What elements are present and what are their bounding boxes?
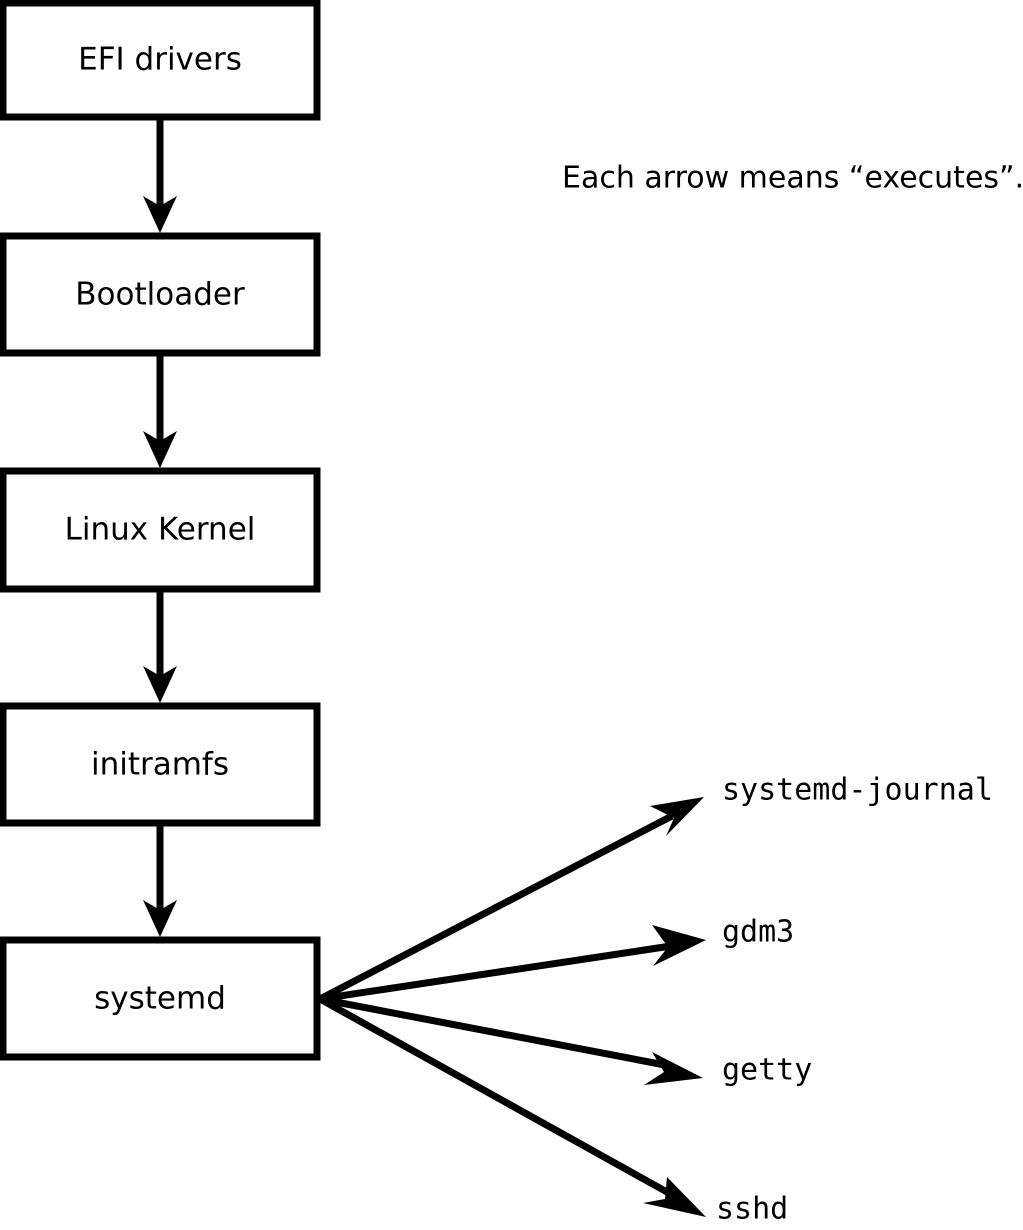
stage-box-label: EFI drivers (78, 42, 242, 78)
service-label-getty: getty (722, 1053, 812, 1088)
service-label-systemd-journal: systemd-journal (722, 773, 993, 808)
service-label-gdm3: gdm3 (722, 915, 794, 950)
chain-arrow-bootloader-to-kernel (143, 353, 177, 468)
stage-box-efi-drivers[interactable]: EFI drivers (0, 0, 321, 121)
fan-arrow-line (318, 812, 674, 1003)
stage-box-outline (0, 467, 321, 593)
fan-arrow-line (319, 995, 666, 1069)
stage-box-linux-kernel[interactable]: Linux Kernel (0, 467, 321, 593)
chain-arrow-initramfs-to-systemd (143, 823, 177, 937)
stage-box-label: systemd (94, 981, 226, 1017)
fan-arrow-head (643, 1177, 706, 1217)
stage-box-outline (0, 702, 321, 827)
fan-arrow-sshd (318, 995, 706, 1217)
stage-box-label: Linux Kernel (65, 512, 256, 548)
chain-arrow-head (143, 900, 177, 937)
chain-arrow-efi-to-bootloader (143, 117, 177, 233)
fan-arrow-line (318, 995, 669, 1196)
chain-arrow-head (143, 666, 177, 703)
chain-arrow-kernel-to-initramfs (143, 589, 177, 703)
fan-arrow-line (319, 942, 672, 1003)
stage-box-label: Bootloader (75, 277, 245, 313)
stage-box-initramfs[interactable]: initramfs (0, 702, 321, 827)
chain-arrow-head (143, 431, 177, 468)
chain-arrow-head (143, 196, 177, 233)
stage-box-outline (0, 232, 321, 357)
stage-box-systemd[interactable]: systemd (0, 936, 321, 1061)
fan-arrow-head (644, 1052, 703, 1085)
service-label-sshd: sshd (716, 1192, 788, 1227)
stage-box-label: initramfs (91, 747, 229, 783)
stage-box-outline (0, 936, 321, 1061)
fan-arrow-head (652, 925, 706, 966)
stage-box-outline (0, 0, 321, 121)
fan-arrow-getty (319, 995, 703, 1085)
legend-text: Each arrow means “executes”. (562, 161, 1023, 196)
fan-arrow-head (650, 797, 704, 836)
stage-box-bootloader[interactable]: Bootloader (0, 232, 321, 357)
fan-arrow-systemd-journal (318, 797, 704, 1003)
fan-arrow-gdm3 (319, 925, 706, 1003)
